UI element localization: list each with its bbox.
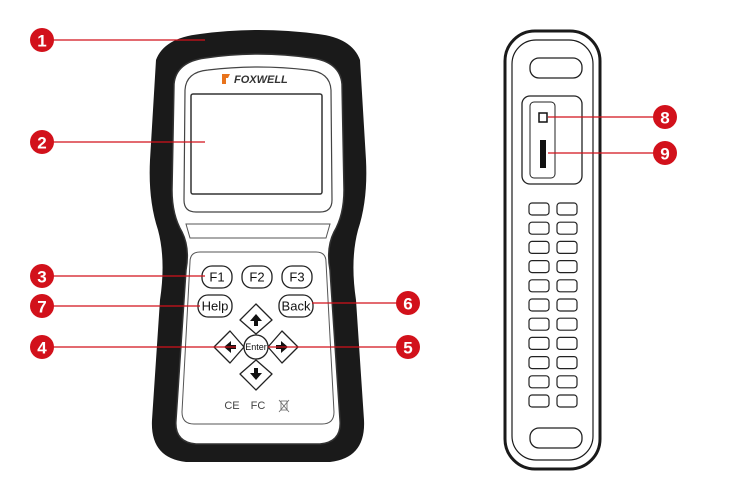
side-key: [557, 280, 577, 292]
fcc-mark: FC: [251, 400, 266, 412]
side-key: [557, 357, 577, 369]
side-key: [529, 337, 549, 349]
f3-button[interactable]: F3: [282, 266, 312, 288]
side-key: [529, 357, 549, 369]
side-key: [557, 376, 577, 388]
back-button[interactable]: Back: [279, 295, 313, 317]
callout-number: 8: [660, 109, 669, 128]
side-key: [529, 203, 549, 215]
lcd-screen: [191, 94, 322, 194]
side-key: [529, 261, 549, 273]
side-key: [529, 222, 549, 234]
callout-number: 9: [660, 145, 669, 164]
top-slot: [530, 58, 582, 78]
callout-number: 7: [37, 298, 46, 317]
enter-label: Enter: [245, 342, 267, 352]
callout-number: 4: [37, 339, 47, 358]
back-label: Back: [282, 299, 311, 314]
f2-button[interactable]: F2: [242, 266, 272, 288]
side-key: [557, 299, 577, 311]
side-key: [557, 203, 577, 215]
f3-label: F3: [289, 270, 304, 285]
side-key: [557, 241, 577, 253]
sd-card-slot[interactable]: [540, 140, 546, 168]
help-label: Help: [202, 299, 229, 314]
side-key: [557, 222, 577, 234]
side-key: [557, 261, 577, 273]
help-button[interactable]: Help: [198, 295, 232, 317]
side-key: [557, 318, 577, 330]
f1-label: F1: [209, 270, 224, 285]
enter-button[interactable]: Enter: [244, 335, 268, 359]
callout-number: 3: [37, 268, 46, 287]
front-view: FOXWELL F1 F2 F3 Help Back Enter CE FC: [150, 30, 367, 462]
side-key: [557, 337, 577, 349]
side-key: [557, 395, 577, 407]
callout-number: 1: [37, 32, 46, 51]
f1-button[interactable]: F1: [202, 266, 232, 288]
side-key: [529, 318, 549, 330]
usb-port[interactable]: [539, 113, 547, 122]
side-key: [529, 299, 549, 311]
side-key: [529, 376, 549, 388]
f2-label: F2: [249, 270, 264, 285]
bottom-slot: [530, 428, 582, 448]
callout-number: 6: [403, 295, 412, 314]
brand-name: FOXWELL: [234, 74, 288, 86]
callout-number: 2: [37, 134, 46, 153]
side-key: [529, 395, 549, 407]
side-key: [529, 241, 549, 253]
callout-number: 5: [403, 339, 412, 358]
ce-mark: CE: [224, 400, 239, 412]
side-key: [529, 280, 549, 292]
side-view: [505, 31, 600, 469]
